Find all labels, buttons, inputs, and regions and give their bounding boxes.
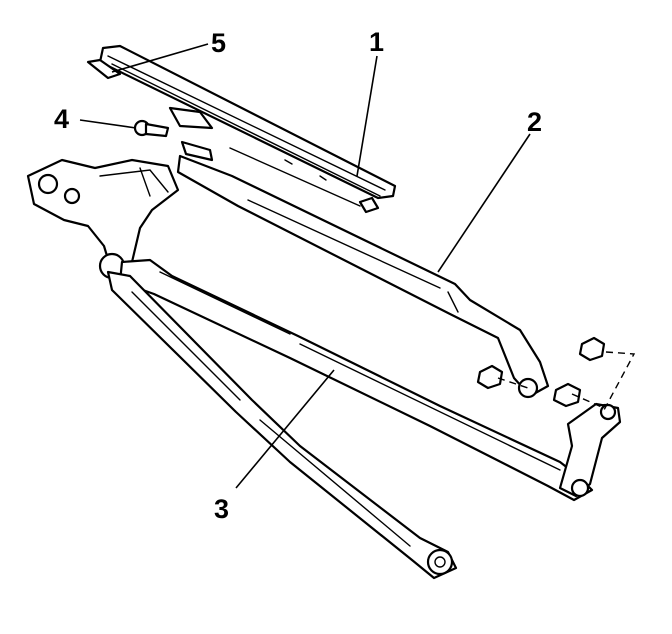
leader-line-4: [79, 119, 137, 129]
wiper-arm: [176, 140, 612, 417]
callout-4: 4: [54, 104, 69, 134]
pivot-nuts: [476, 336, 606, 408]
leader-line-2: [437, 133, 531, 273]
leader-line-5: [111, 43, 209, 73]
callout-5: 5: [211, 28, 226, 58]
callout-3: 3: [214, 494, 229, 524]
callout-2: 2: [527, 107, 542, 137]
wiper-linkage-frame: [26, 158, 622, 580]
leader-line-3: [235, 369, 335, 489]
bolt-fastener: [133, 119, 170, 138]
alignment-lines: [497, 351, 636, 411]
leader-line-1: [356, 55, 378, 177]
wiper-blade-assembly: [86, 44, 397, 214]
callout-1: 1: [369, 27, 384, 57]
